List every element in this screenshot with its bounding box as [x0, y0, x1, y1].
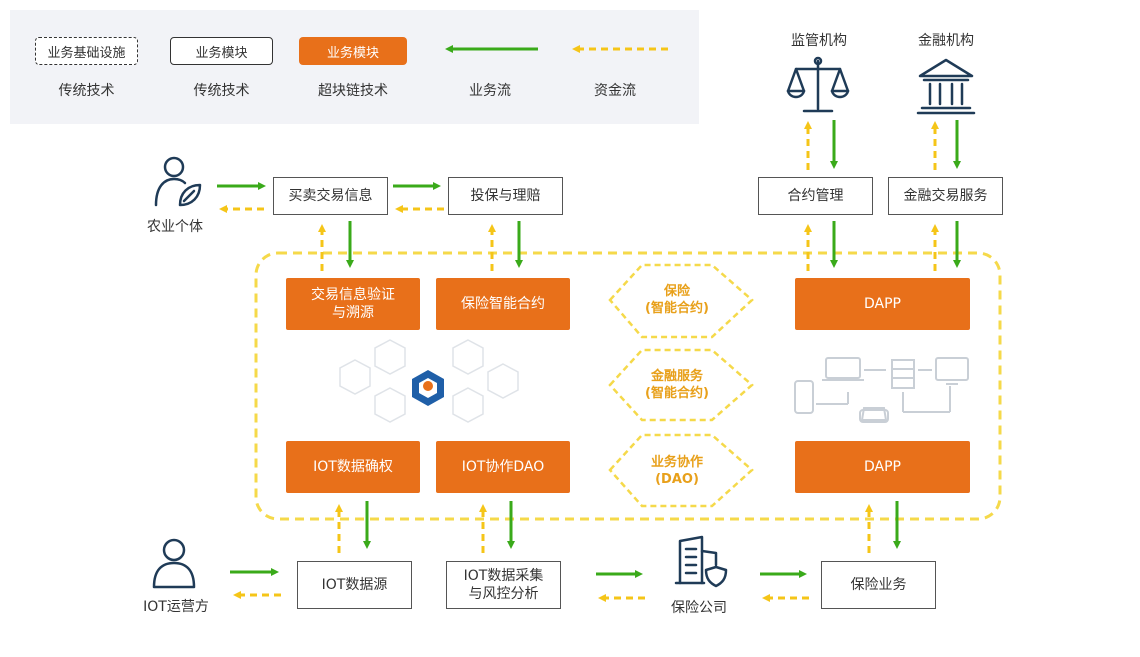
insurance-business-box: 保险业务 — [821, 561, 936, 609]
dapp-module-top: DAPP — [795, 278, 970, 330]
hex-line: 保险 — [663, 284, 690, 299]
hex-line: 业务协作 — [650, 455, 703, 470]
legend-caption-traditional: 传统技术 — [58, 83, 115, 99]
blockchain-hex-decoration — [339, 339, 519, 423]
bank-icon — [916, 58, 976, 115]
scale-icon — [786, 56, 850, 113]
dapp-module-bottom: DAPP — [795, 441, 970, 493]
module-line: 与溯源 — [332, 305, 374, 321]
box-line: 与风控分析 — [468, 586, 539, 602]
hex-business-dao — [608, 433, 754, 508]
trade-verify-trace-module: 交易信息验证 与溯源 — [286, 278, 420, 330]
building-shield-icon — [674, 535, 728, 588]
trade-info-box: 买卖交易信息 — [273, 177, 388, 215]
actor-insurer-label: 保险公司 — [671, 600, 727, 616]
legend-caption-chain: 超块链技术 — [318, 83, 388, 99]
legend-caption-business-flow: 业务流 — [469, 83, 511, 99]
hex-insurance-label: 保险 (智能合约) — [622, 282, 732, 318]
iot-collab-dao-module: IOT协作DAO — [436, 441, 570, 493]
hex-financial-contract — [608, 348, 754, 422]
hex-insurance-contract — [608, 263, 754, 339]
legend-module-box: 业务模块 — [170, 37, 273, 65]
legend-infrastructure-box: 业务基础设施 — [35, 37, 138, 65]
blockchain-logo-icon — [412, 370, 444, 406]
iot-data-rights-module: IOT数据确权 — [286, 441, 420, 493]
actor-farmer-label: 农业个体 — [147, 219, 203, 235]
iot-collect-risk-box: IOT数据采集 与风控分析 — [446, 561, 561, 609]
hex-dao-label: 业务协作 (DAO) — [622, 453, 732, 489]
device-network-icon — [794, 357, 969, 423]
legend-caption-traditional: 传统技术 — [193, 83, 250, 99]
person-icon — [152, 538, 196, 589]
financial-trade-service-box: 金融交易服务 — [888, 177, 1003, 215]
blockchain-frame — [254, 251, 1002, 521]
legend-chain-module-box: 业务模块 — [299, 37, 407, 65]
hex-line: 金融服务 — [650, 369, 703, 384]
insure-claim-box: 投保与理赔 — [448, 177, 563, 215]
box-line: IOT数据采集 — [463, 568, 544, 584]
actor-financial-label: 金融机构 — [918, 33, 974, 49]
legend-caption-capital-flow: 资金流 — [594, 83, 636, 99]
hex-line: (DAO) — [655, 472, 699, 487]
contract-management-box: 合约管理 — [758, 177, 873, 215]
hex-line: (智能合约) — [645, 301, 709, 316]
legend-panel — [10, 10, 699, 124]
hex-line: (智能合约) — [645, 386, 709, 401]
module-line: 交易信息验证 — [311, 287, 395, 303]
hex-financial-label: 金融服务 (智能合约) — [622, 367, 732, 403]
actor-iot-operator-label: IOT运营方 — [143, 599, 209, 615]
actor-regulator-label: 监管机构 — [791, 33, 847, 49]
insurance-smart-contract-module: 保险智能合约 — [436, 278, 570, 330]
farmer-icon — [154, 156, 202, 207]
iot-data-source-box: IOT数据源 — [297, 561, 412, 609]
